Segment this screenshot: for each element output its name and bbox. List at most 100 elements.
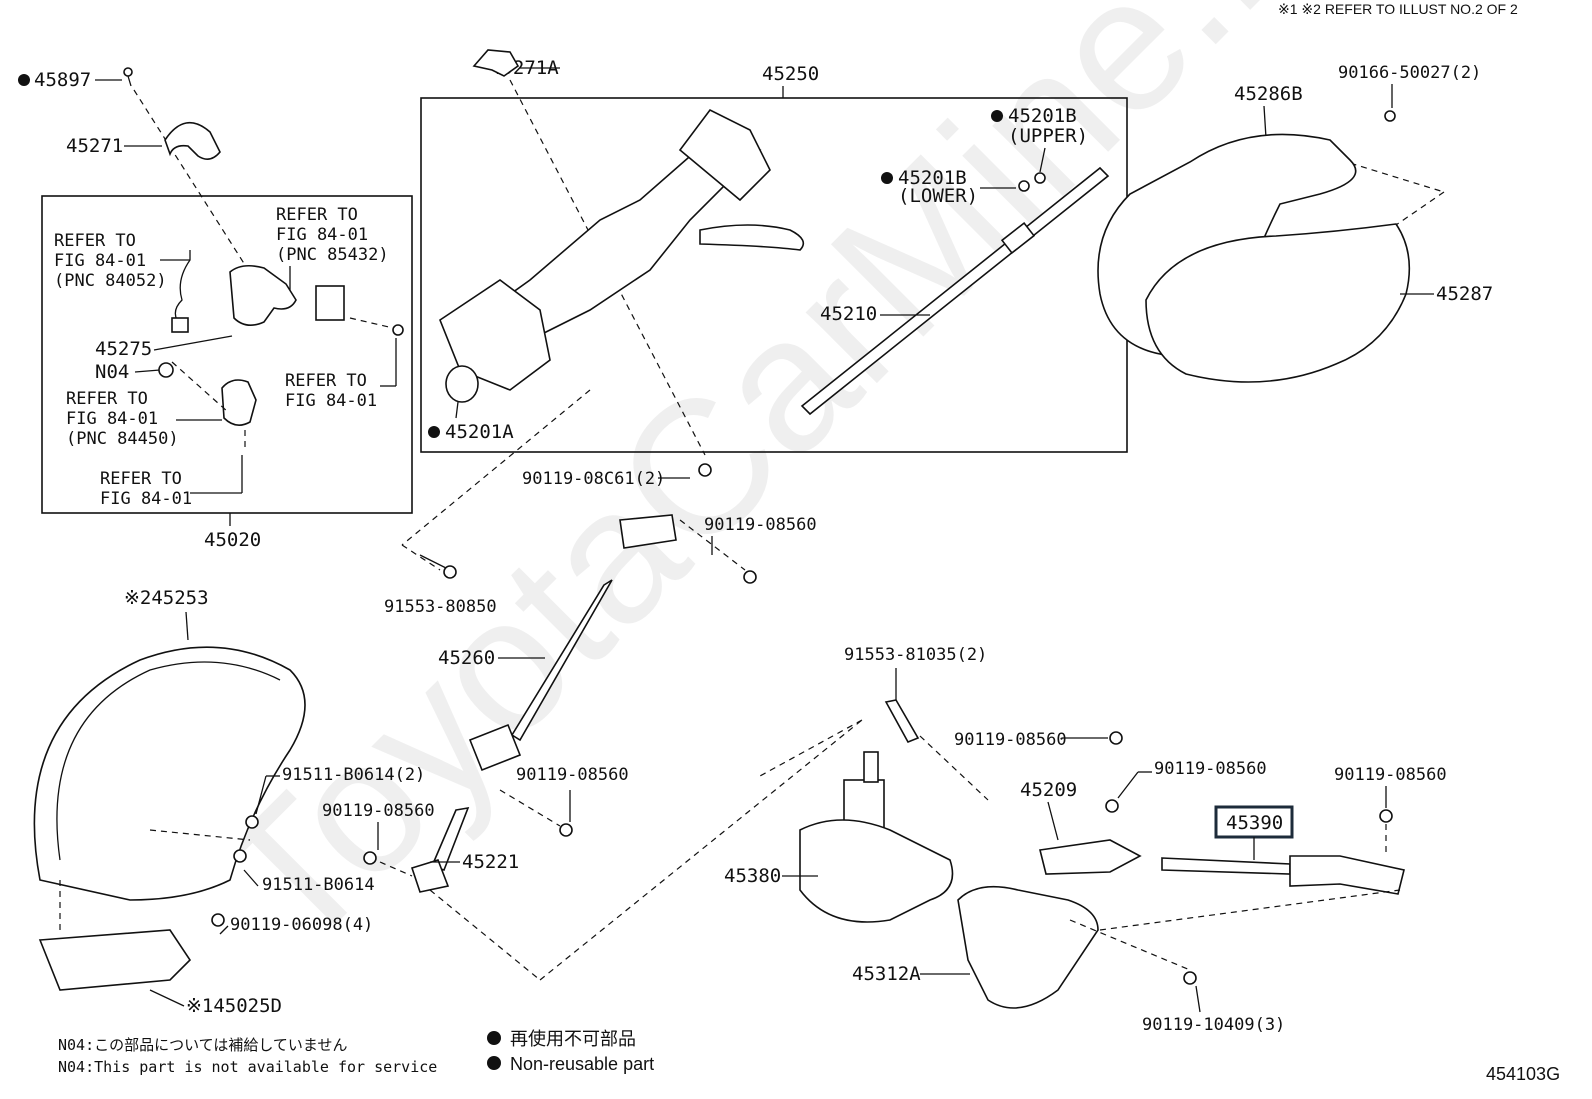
steering-shaft-45210 <box>800 166 1110 416</box>
switch-assembly-45020: REFER TO FIG 84-01 (PNC 84052) REFER TO … <box>41 195 413 551</box>
clip-upper <box>1034 172 1046 184</box>
part-note-upper[interactable]: (UPPER) <box>1008 125 1088 147</box>
part-label-45250[interactable]: 45250 <box>762 63 819 85</box>
header-note: ※1 ※2 REFER TO ILLUST NO.2 OF 2 <box>1278 1 1518 17</box>
part-label-90119-08560-a[interactable]: 90119-08560 <box>704 515 817 535</box>
part-label-45201B-upper[interactable]: 45201B <box>1008 105 1077 127</box>
part-label-45312A[interactable]: 45312A <box>852 963 921 985</box>
intermediate-shaft-45260: 90119-08C61(2) 45260 90119-08560 91553-8… <box>322 389 817 893</box>
upper-joint <box>619 514 677 549</box>
bolt-90119-08560-c <box>363 851 377 865</box>
non-reusable-marker <box>881 172 893 184</box>
non-reusable-marker <box>991 110 1003 122</box>
refer-1-line2[interactable]: FIG 84-01 <box>54 251 146 271</box>
refer-2-line1[interactable]: REFER TO <box>276 205 358 225</box>
shaft-collar <box>1000 221 1036 255</box>
part-label-45286B[interactable]: 45286B <box>1234 83 1303 105</box>
part-label-90119-08560-b[interactable]: 90119-08560 <box>516 765 629 785</box>
bolt-90119-06098 <box>211 913 225 927</box>
part-label-45025D[interactable]: ※145025D <box>186 995 282 1017</box>
column-covers: 45286B 90166-50027(2) 45287 <box>1097 63 1493 383</box>
part-label-45201B-lower[interactable]: 45201B <box>898 167 967 189</box>
upper-bracket <box>678 108 771 202</box>
bolt-90119-08560-d <box>1109 731 1123 745</box>
part-label-45201A[interactable]: 45201A <box>445 421 514 443</box>
part-label-90119-08560-c[interactable]: 90119-08560 <box>322 801 435 821</box>
gear-input-shaft <box>863 751 879 783</box>
part-label-45020[interactable]: 45020 <box>204 529 261 551</box>
part-label-45380[interactable]: 45380 <box>724 865 781 887</box>
legend-dot-en <box>487 1056 501 1070</box>
bolt-91553-80850 <box>443 565 457 579</box>
bolt-90119-08560-e <box>1105 799 1119 813</box>
shaft-tube <box>510 579 613 742</box>
bolt-90119-10409 <box>1183 971 1197 985</box>
clamp-45271 <box>164 122 221 160</box>
bolt-91511-B0614-a <box>245 815 259 829</box>
part-label-N04[interactable]: N04 <box>95 361 129 383</box>
part-label-45210[interactable]: 45210 <box>820 303 877 325</box>
bracket-45271A <box>472 49 520 77</box>
screw-90166 <box>1384 110 1396 122</box>
bolt-90119-08560-f <box>1379 809 1393 823</box>
part-label-91553-81035[interactable]: 91553-81035(2) <box>844 645 987 665</box>
part-label-90119-08560-f[interactable]: 90119-08560 <box>1334 765 1447 785</box>
tilt-lever <box>699 224 805 251</box>
refer-2-line2[interactable]: FIG 84-01 <box>276 225 368 245</box>
refer-4-line1[interactable]: REFER TO <box>66 389 148 409</box>
part-label-45897[interactable]: 45897 <box>34 69 91 91</box>
part-label-91511-B0614[interactable]: 91511-B0614 <box>262 875 375 895</box>
refer-5-line1[interactable]: REFER TO <box>100 469 182 489</box>
watermark: ToyotaCarMine.ru <box>179 0 1389 989</box>
nut-N04 <box>158 362 174 378</box>
refer-3-line1[interactable]: REFER TO <box>285 371 367 391</box>
part-label-45260[interactable]: 45260 <box>438 647 495 669</box>
clip-lower <box>1018 180 1030 192</box>
column-hole-cover-45253: ※245253 ※145025D 91511-B0614(2) 91511-B0… <box>33 587 425 1017</box>
refer-4-line2[interactable]: FIG 84-01 <box>66 409 158 429</box>
part-label-45253[interactable]: ※245253 <box>124 587 209 609</box>
joint-45209 <box>1039 839 1142 875</box>
part-label-90166-50027[interactable]: 90166-50027(2) <box>1338 63 1481 83</box>
joint-45390 <box>1289 855 1405 895</box>
cover-45253-edge <box>56 661 281 861</box>
part-label-90119-10409[interactable]: 90119-10409(3) <box>1142 1015 1285 1035</box>
switch-body-45275 <box>229 264 297 326</box>
bushing-45201A <box>445 365 479 403</box>
part-label-45287[interactable]: 45287 <box>1436 283 1493 305</box>
bolt-90119-08C61 <box>698 463 712 477</box>
part-label-45271[interactable]: 45271 <box>66 135 123 157</box>
switch-block <box>315 285 345 321</box>
part-note-lower[interactable]: (LOWER) <box>898 185 978 207</box>
bolt-91511-B0614-b <box>233 849 247 863</box>
cover-45025D <box>38 929 192 991</box>
bolt-90119-08560-a <box>743 570 757 584</box>
refer-5-line2[interactable]: FIG 84-01 <box>100 489 192 509</box>
clamp-45271-group: 45897 45271 <box>18 67 246 266</box>
part-label-90119-08C61[interactable]: 90119-08C61(2) <box>522 469 665 489</box>
yoke-45221 <box>410 859 450 893</box>
non-reusable-marker <box>18 74 30 86</box>
refer-1-line3[interactable]: (PNC 84052) <box>54 271 167 291</box>
refer-3-line2[interactable]: FIG 84-01 <box>285 391 377 411</box>
part-label-45221[interactable]: 45221 <box>462 851 519 873</box>
gear-linkage: 90119-08560 90119-08560 45209 90119-0856… <box>852 730 1447 1035</box>
bracket-45312A <box>957 885 1099 1009</box>
wire-harness <box>174 250 191 321</box>
part-label-90119-06098[interactable]: 90119-06098(4) <box>230 915 373 935</box>
legend-jp: 再使用不可部品 <box>510 1029 636 1049</box>
part-label-91511-B0614-2[interactable]: 91511-B0614(2) <box>282 765 425 785</box>
part-label-90119-08560-e[interactable]: 90119-08560 <box>1154 759 1267 779</box>
refer-2-line3[interactable]: (PNC 85432) <box>276 245 389 265</box>
part-label-45209[interactable]: 45209 <box>1020 779 1077 801</box>
part-label-45275[interactable]: 45275 <box>95 338 152 360</box>
part-label-45390[interactable]: 45390 <box>1226 812 1283 834</box>
part-label-90119-08560-d[interactable]: 90119-08560 <box>954 730 1067 750</box>
part-label-91553-80850[interactable]: 91553-80850 <box>384 597 497 617</box>
gear-housing <box>799 819 954 923</box>
yoke-shaft-45221 <box>430 806 470 872</box>
lower-joint <box>468 723 522 772</box>
refer-1-line1[interactable]: REFER TO <box>54 231 136 251</box>
refer-4-line3[interactable]: (PNC 84450) <box>66 429 179 449</box>
